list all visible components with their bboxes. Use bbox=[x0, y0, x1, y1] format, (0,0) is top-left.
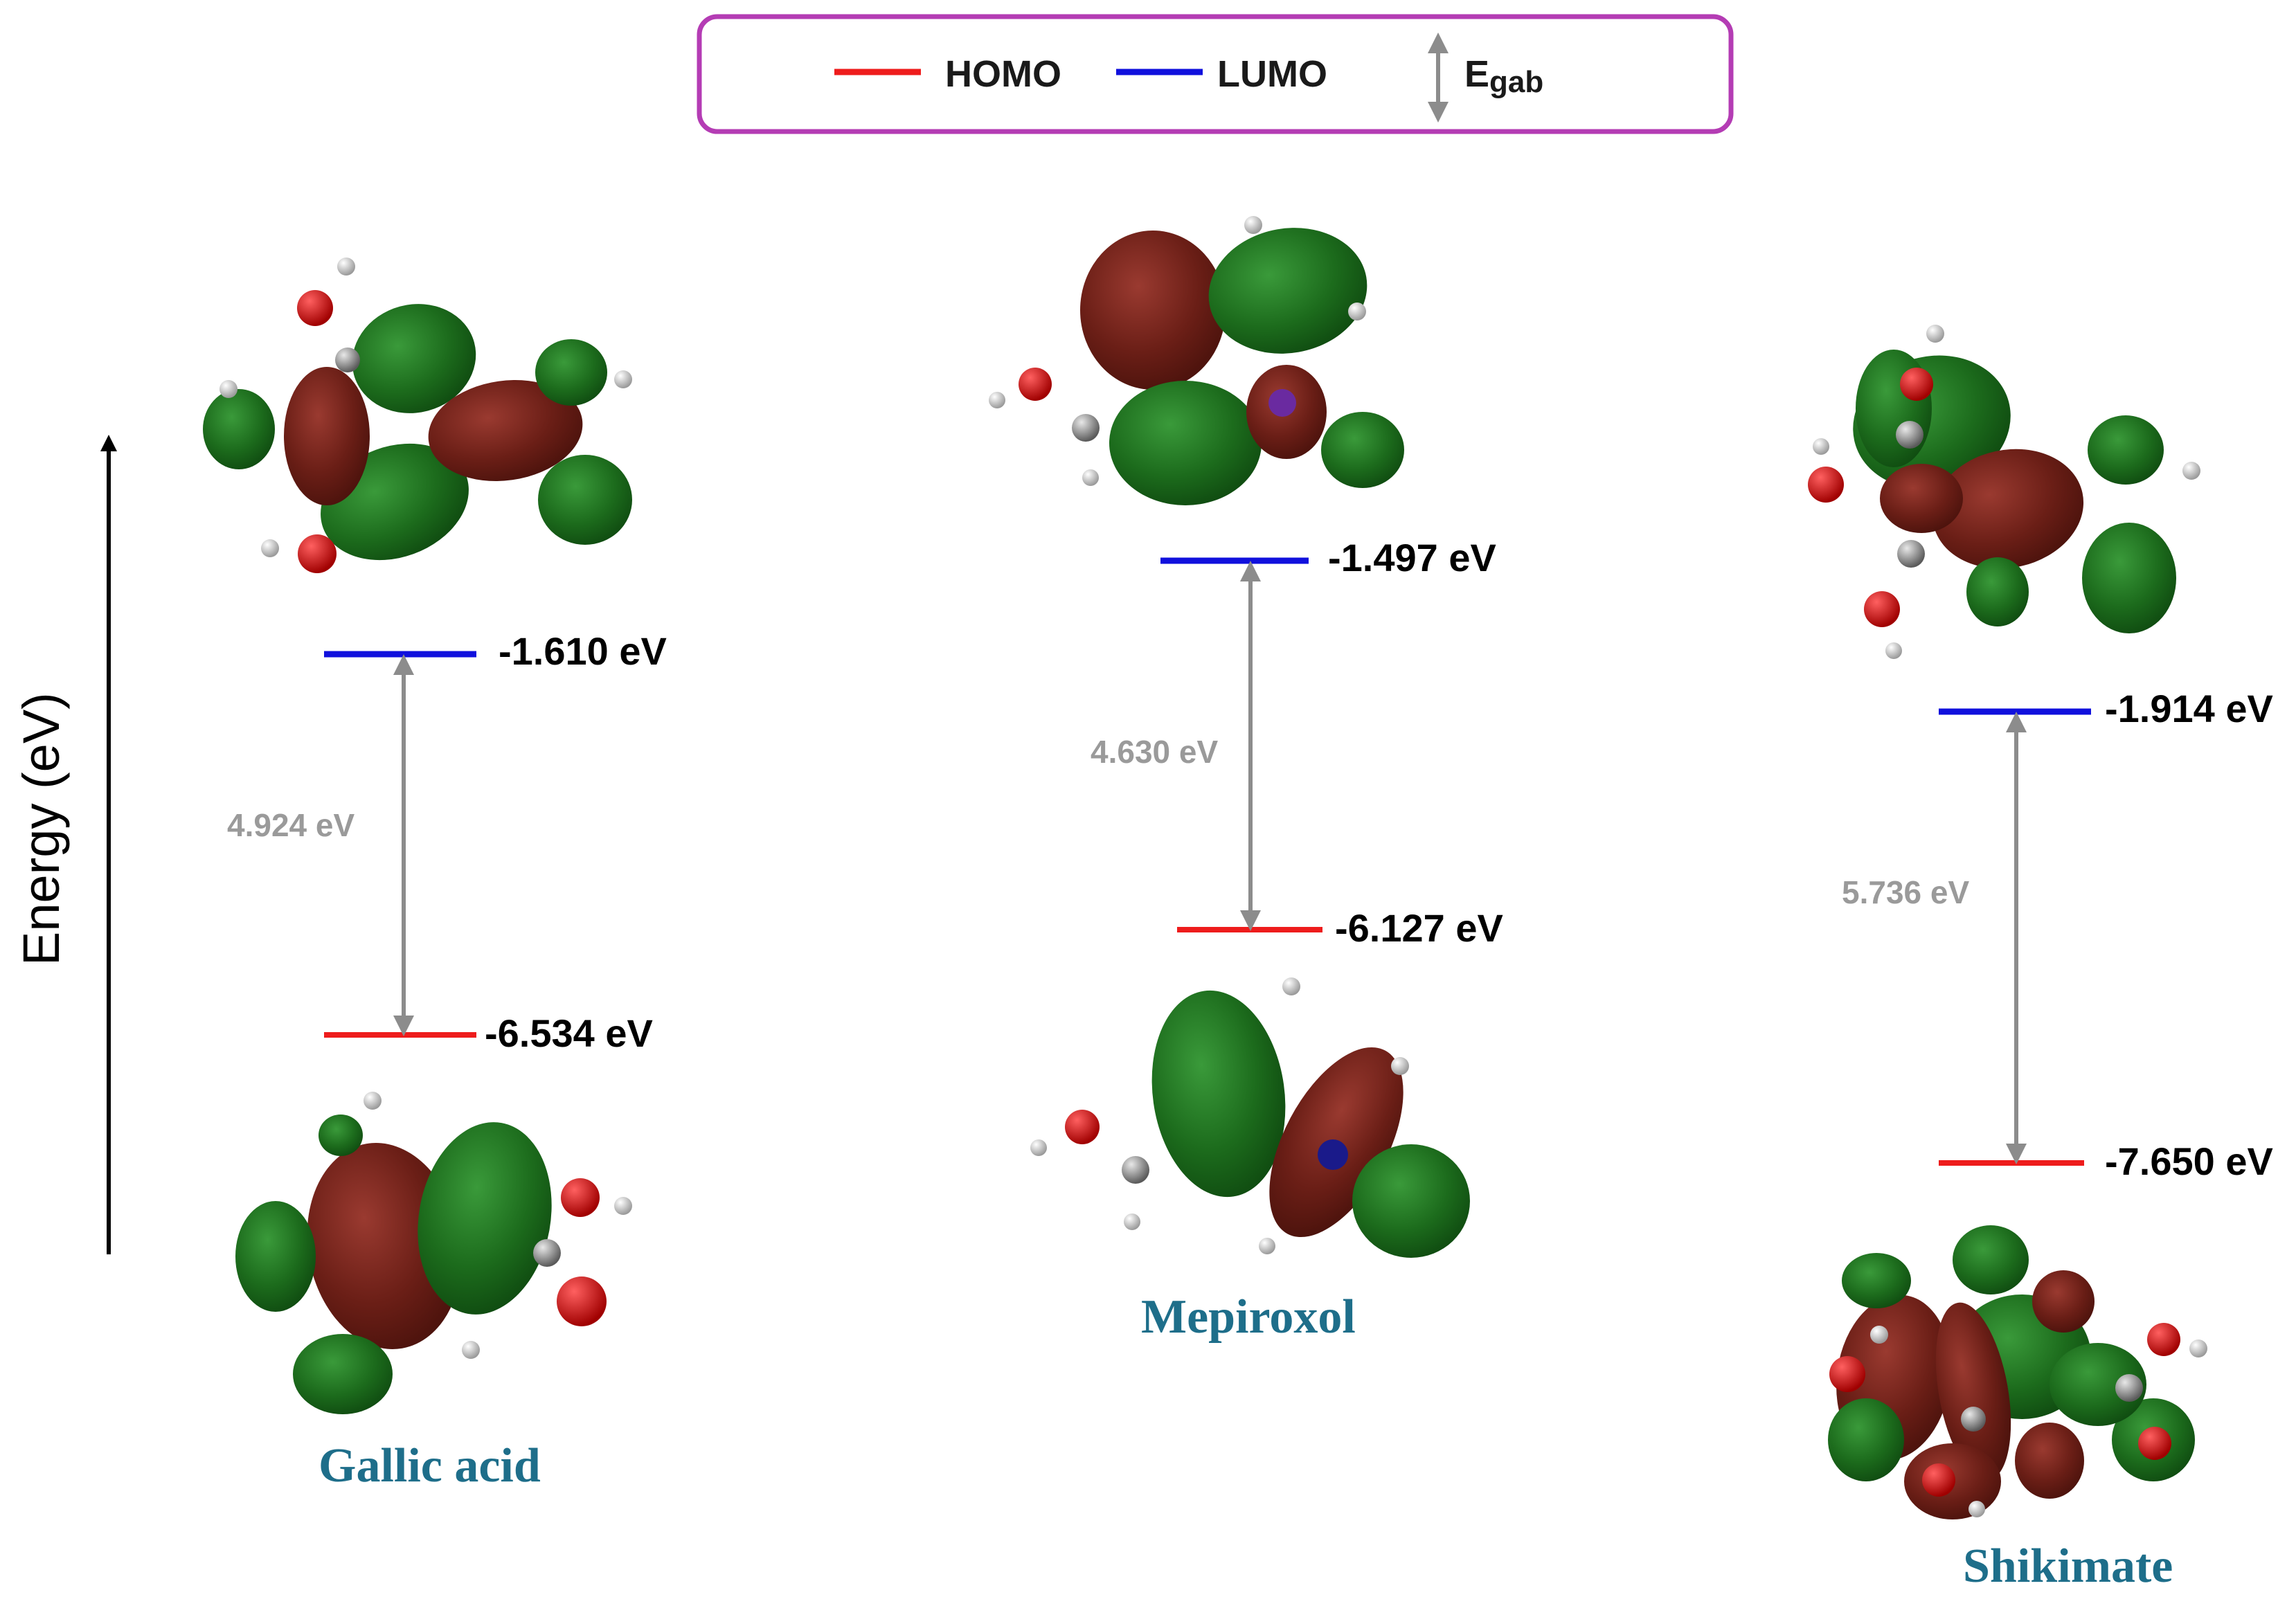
molecule-gallic-acid: -1.610 eV -6.534 eV 4.924 eV Gallic acid bbox=[203, 258, 667, 1492]
legend-lumo-label: LUMO bbox=[1217, 53, 1327, 95]
shikimate-homo-orbital bbox=[1828, 1225, 2207, 1519]
energy-axis-label: Energy (eV) bbox=[12, 692, 70, 966]
gallic-acid-lumo-orbital bbox=[203, 258, 632, 573]
legend-gap-sub: gab bbox=[1489, 65, 1543, 99]
gallic-acid-gap-value: 4.924 eV bbox=[227, 807, 355, 843]
molecule-shikimate: -1.914 eV -7.650 eV 5.736 eV Shikimate bbox=[1808, 325, 2273, 1593]
gallic-acid-lumo-value: -1.610 eV bbox=[499, 629, 667, 673]
mepiroxol-name: Mepiroxol bbox=[1141, 1290, 1356, 1344]
energy-axis: Energy (eV) bbox=[12, 435, 117, 1254]
gallic-acid-homo-value: -6.534 eV bbox=[485, 1011, 653, 1055]
legend: HOMO LUMO Egab bbox=[697, 14, 1734, 134]
mepiroxol-lumo-value: -1.497 eV bbox=[1328, 536, 1496, 579]
mepiroxol-homo-value: -6.127 eV bbox=[1335, 906, 1503, 950]
mepiroxol-gap-value: 4.630 eV bbox=[1091, 734, 1218, 770]
mepiroxol-lumo-orbital bbox=[989, 216, 1404, 505]
gallic-acid-name: Gallic acid bbox=[319, 1439, 541, 1492]
shikimate-name: Shikimate bbox=[1963, 1540, 2173, 1593]
shikimate-lumo-value: -1.914 eV bbox=[2105, 687, 2273, 730]
legend-box bbox=[697, 14, 1734, 134]
mepiroxol-homo-orbital bbox=[1030, 977, 1470, 1258]
legend-gap-main: E bbox=[1464, 53, 1489, 95]
legend-homo-label: HOMO bbox=[945, 53, 1061, 95]
shikimate-homo-value: -7.650 eV bbox=[2105, 1139, 2273, 1183]
gallic-acid-homo-orbital bbox=[235, 1092, 632, 1414]
molecule-mepiroxol: -1.497 eV -6.127 eV 4.630 eV Mepiroxol bbox=[989, 216, 1503, 1344]
shikimate-lumo-orbital bbox=[1808, 325, 2200, 659]
shikimate-gap-value: 5.736 eV bbox=[1842, 874, 1969, 910]
legend-gap-label: Egab bbox=[1464, 53, 1543, 99]
